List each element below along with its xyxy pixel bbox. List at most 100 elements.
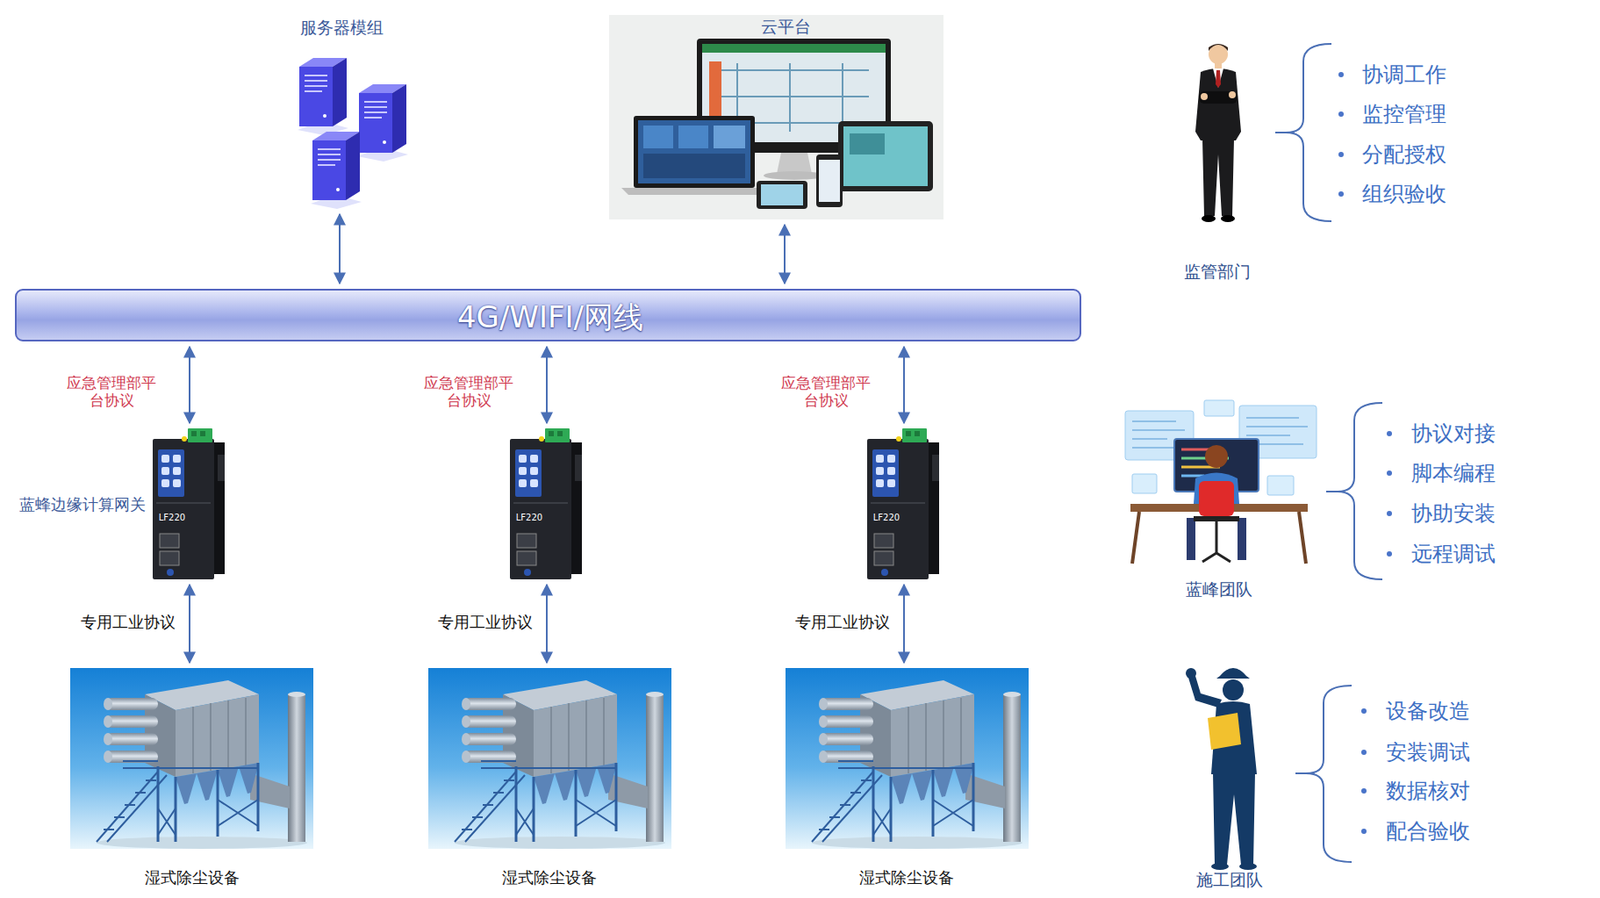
cloud-devices bbox=[678, 125, 709, 149]
bullet-dot bbox=[1386, 430, 1392, 437]
device-print: LF220 bbox=[158, 512, 186, 524]
cloud-devices bbox=[621, 187, 768, 195]
bullet-dot bbox=[1338, 111, 1344, 117]
developer-figure bbox=[1186, 517, 1196, 560]
manager-figure bbox=[1195, 68, 1242, 141]
manager-figure bbox=[1208, 44, 1228, 65]
edge-gateway: LF220 bbox=[509, 428, 584, 580]
cloud-devices bbox=[816, 154, 843, 208]
bullet-dot bbox=[1338, 191, 1344, 197]
device-print: LF220 bbox=[516, 512, 543, 524]
developer-figure bbox=[1205, 444, 1228, 468]
cloud-devices bbox=[763, 171, 826, 180]
cloud-platform: 云平台 bbox=[609, 14, 944, 220]
developer-figure bbox=[1267, 475, 1294, 496]
worker-figure bbox=[1211, 862, 1229, 870]
list-item: 组织验收 bbox=[1362, 181, 1447, 208]
worker-figure bbox=[1239, 862, 1257, 870]
dust-collector-pictures bbox=[70, 667, 1029, 849]
bidirectional-arrow bbox=[545, 584, 548, 663]
worker-figure bbox=[1207, 712, 1242, 750]
developer-figure bbox=[1181, 448, 1212, 452]
server-module: 服务器模组 bbox=[289, 56, 391, 209]
role-name: 蓝峰团队 bbox=[1185, 579, 1253, 600]
dust-collector: 湿式除尘设备 bbox=[70, 667, 314, 849]
bullet-dot bbox=[1338, 151, 1344, 158]
node-heading: 蓝蜂边缘计算网关 bbox=[19, 495, 146, 515]
server-icons bbox=[357, 84, 409, 162]
protocol-label: 专用工业协议 bbox=[437, 612, 533, 632]
node-heading: 云平台 bbox=[760, 16, 811, 37]
cloud-devices bbox=[760, 184, 804, 206]
network-bar: 4G/WIFI/网线 bbox=[14, 288, 1082, 342]
protocol-label: 专用工业协议 bbox=[795, 612, 890, 632]
gateway-devices bbox=[867, 428, 940, 580]
bidirectional-arrow bbox=[545, 346, 548, 424]
cloud-devices bbox=[713, 125, 746, 149]
list-item: 脚本编程 bbox=[1411, 460, 1496, 487]
cloud-devices bbox=[818, 159, 840, 202]
bracket bbox=[1326, 402, 1383, 580]
bidirectional-arrow bbox=[903, 346, 905, 424]
worker-figure bbox=[1216, 667, 1250, 679]
node-caption: 湿式除尘设备 bbox=[859, 868, 955, 888]
bracket bbox=[1275, 43, 1383, 862]
worker-figure bbox=[1212, 772, 1256, 865]
manager-figure bbox=[1208, 43, 1228, 51]
developer-figure bbox=[1132, 473, 1157, 494]
cloud-devices bbox=[609, 14, 944, 220]
bullet-dot bbox=[1386, 551, 1392, 557]
cloud-devices bbox=[643, 125, 674, 149]
cloud-devices bbox=[702, 43, 886, 53]
bullet-dot bbox=[1361, 749, 1367, 755]
node-caption: 湿式除尘设备 bbox=[502, 868, 597, 888]
developer-figure bbox=[1193, 516, 1240, 522]
role-name: 施工团队 bbox=[1196, 869, 1263, 890]
bullet-dot bbox=[1386, 510, 1392, 517]
developer-figure bbox=[1132, 511, 1306, 564]
gateway-devices bbox=[509, 428, 582, 580]
role-group: 蓝峰团队协议对接脚本编程协助安装远程调试 bbox=[1114, 390, 1519, 606]
list-item: 数据核对 bbox=[1385, 778, 1471, 804]
protocol-label: 应急管理部平台协议 bbox=[779, 373, 873, 410]
manager-figure bbox=[1200, 93, 1208, 101]
manager-figure bbox=[1228, 91, 1236, 99]
role-group: 监管部门协调工作监控管理分配授权组织验收 bbox=[1184, 31, 1519, 288]
manager-figure bbox=[1215, 70, 1221, 88]
developer-figure bbox=[1237, 517, 1247, 560]
bullet-dot bbox=[1361, 708, 1367, 714]
worker-figure bbox=[1188, 675, 1222, 708]
dust-collector-pictures bbox=[428, 667, 672, 849]
cloud-devices bbox=[843, 126, 928, 187]
cloud-devices bbox=[756, 180, 808, 209]
developer-figure bbox=[1198, 480, 1235, 517]
dust-collector-pictures bbox=[70, 667, 314, 849]
manager-figure bbox=[1195, 43, 1242, 223]
list-item: 设备改造 bbox=[1385, 698, 1471, 725]
list-item: 配合验收 bbox=[1385, 818, 1471, 845]
bullet-dot bbox=[1361, 828, 1367, 834]
gateway-devices bbox=[152, 428, 940, 580]
dust-collector: 湿式除尘设备 bbox=[785, 667, 1029, 849]
bidirectional-arrow bbox=[188, 584, 191, 663]
list-item: 协助安装 bbox=[1411, 501, 1496, 527]
bracket bbox=[1295, 685, 1352, 862]
developer-figure bbox=[1202, 521, 1231, 562]
manager-figure bbox=[1212, 68, 1224, 88]
bidirectional-arrow bbox=[188, 346, 191, 424]
developer-figure bbox=[1125, 400, 1317, 564]
cloud-devices bbox=[643, 153, 746, 179]
cloud-devices bbox=[609, 14, 944, 220]
cloud-devices bbox=[633, 115, 755, 188]
bidirectional-arrow bbox=[903, 584, 905, 663]
cloud-devices bbox=[638, 120, 751, 184]
worker-figure bbox=[1185, 667, 1257, 870]
cloud-devices bbox=[838, 121, 933, 192]
list-item: 安装调试 bbox=[1385, 739, 1471, 766]
dust-collector: 湿式除尘设备 bbox=[428, 667, 672, 849]
cloud-devices bbox=[849, 133, 885, 155]
list-item: 协议对接 bbox=[1411, 421, 1496, 447]
